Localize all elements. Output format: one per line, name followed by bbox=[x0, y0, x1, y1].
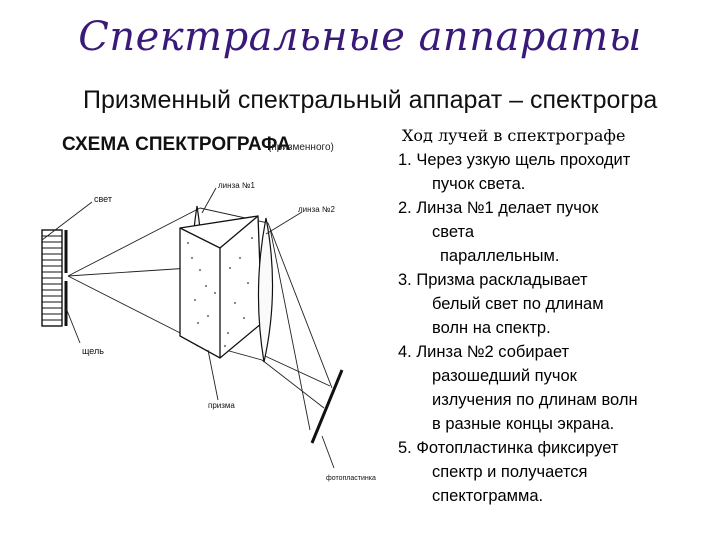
step-text: излучения по длинам волн bbox=[432, 391, 638, 409]
label-light: свет bbox=[94, 194, 112, 204]
diagram-heading: СХЕМА СПЕКТРОГРАФА bbox=[62, 134, 291, 155]
step-text: спектограмма. bbox=[432, 487, 544, 505]
step-text: 2. Линза №1 делает пучок bbox=[398, 199, 599, 217]
spectrograph-diagram: СХЕМА СПЕКТРОГРАФА (призменного) bbox=[41, 134, 376, 482]
ray-path-heading: Ход лучей в спектрографе bbox=[402, 126, 626, 145]
photo-plate-shape bbox=[310, 369, 344, 444]
label-pointers bbox=[41, 187, 335, 469]
step-text: света bbox=[432, 223, 475, 241]
step-text: параллельным. bbox=[440, 247, 560, 265]
step-text: 5. Фотопластинка фиксирует bbox=[398, 439, 619, 457]
diagram-heading-note: (призменного) bbox=[268, 142, 334, 153]
label-lens-1: линза №1 bbox=[218, 181, 255, 190]
step-text: волн на спектр. bbox=[432, 319, 551, 337]
step-text: белый свет по длинам bbox=[432, 295, 604, 313]
step-text: разошедший пучок bbox=[432, 367, 577, 385]
step-text: спектр и получается bbox=[432, 463, 588, 481]
step-text: в разные концы экрана. bbox=[432, 415, 615, 433]
step-text: 3. Призма раскладывает bbox=[398, 271, 588, 289]
step-item: 2. Линза №1 делает пучок света параллель… bbox=[398, 196, 716, 268]
label-lens-2: линза №2 bbox=[298, 205, 335, 214]
label-photo-plate: фотопластинка bbox=[326, 475, 376, 482]
light-rays bbox=[67, 207, 333, 431]
label-prism: призма bbox=[208, 401, 235, 410]
step-item: 4. Линза №2 собирает разошедший пучок из… bbox=[398, 340, 716, 436]
ray-path-panel: Ход лучей в спектрографе 1. Через узкую … bbox=[398, 126, 716, 508]
label-slit: щель bbox=[82, 346, 104, 356]
lens-2-shape bbox=[257, 217, 274, 363]
step-text: пучок света. bbox=[432, 175, 526, 193]
step-text: 4. Линза №2 собирает bbox=[398, 343, 570, 361]
slide-title: Спектральные аппараты bbox=[78, 14, 642, 60]
prism-shape bbox=[179, 215, 263, 359]
step-item: 1. Через узкую щель проходит пучок света… bbox=[398, 148, 716, 196]
slit-assembly bbox=[41, 229, 68, 327]
slide-subtitle: Призменный спектральный аппарат – спектр… bbox=[83, 86, 658, 114]
step-item: 5. Фотопластинка фиксирует спектр и полу… bbox=[398, 436, 716, 508]
step-item: 3. Призма раскладывает белый свет по дли… bbox=[398, 268, 716, 340]
step-text: 1. Через узкую щель проходит bbox=[398, 151, 631, 169]
ray-path-steps: 1. Через узкую щель проходит пучок света… bbox=[398, 148, 716, 508]
